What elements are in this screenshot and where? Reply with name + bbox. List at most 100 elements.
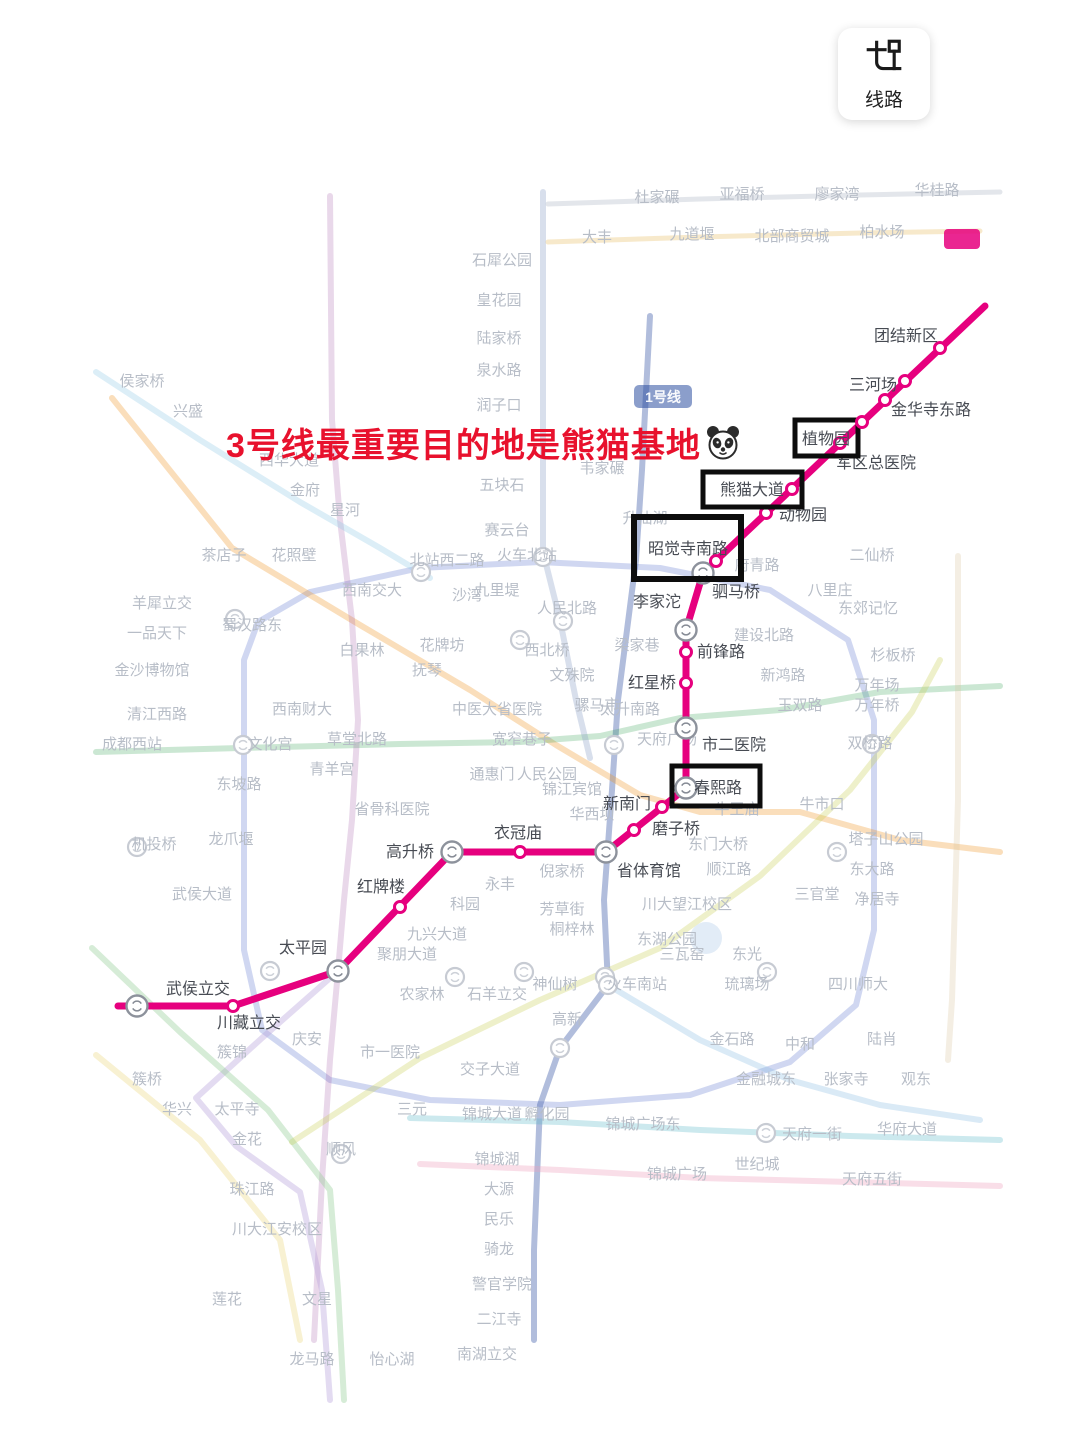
station-label[interactable]: 韦家碾 (579, 460, 624, 477)
station-label[interactable]: 锦城广场东 (605, 1116, 680, 1133)
station-label[interactable]: 北站西二路 (409, 552, 484, 569)
station-marker-川藏立交[interactable] (226, 999, 240, 1013)
station-label[interactable]: 人民北路 (537, 600, 597, 617)
transfer-station-marker[interactable] (224, 608, 246, 630)
station-label[interactable]: 龙爪堰 (208, 831, 253, 848)
station-label[interactable]: 宽窄巷子 (492, 730, 552, 748)
station-label[interactable]: 成都西站 (102, 736, 162, 753)
station-marker-衣冠庙[interactable] (513, 845, 527, 859)
station-label[interactable]: 太升南路 (600, 701, 660, 718)
station-label[interactable]: 顺风 (326, 1141, 356, 1158)
station-label[interactable]: 杉板桥 (870, 646, 915, 664)
station-label[interactable]: 北部商贸城 (754, 228, 829, 245)
station-label[interactable]: 珠江路 (229, 1181, 274, 1198)
station-label[interactable]: 赛云台 (484, 522, 529, 539)
station-label[interactable]: 世纪城 (734, 1156, 779, 1173)
transfer-station-marker[interactable] (549, 1037, 571, 1059)
station-label[interactable]: 火车南站 (607, 976, 667, 993)
station-label[interactable]: 川大望江校区 (642, 896, 732, 913)
station-label[interactable]: 文星 (302, 1291, 332, 1308)
station-label[interactable]: 三瓦窑 (659, 946, 704, 963)
station-label[interactable]: 万年场 (854, 677, 899, 694)
station-label[interactable]: 九道堰 (669, 226, 714, 243)
station-label[interactable]: 锦城湖 (474, 1151, 519, 1168)
station-label[interactable]: 东坡路 (216, 776, 261, 793)
station-label[interactable]: 梁家巷 (614, 637, 659, 654)
station-label[interactable]: 玉双路 (777, 697, 822, 714)
station-label[interactable]: 倪家桥 (539, 863, 584, 880)
transfer-station-marker[interactable] (552, 610, 574, 632)
station-label[interactable]: 锦江宾馆 (542, 781, 602, 798)
station-marker-军区总医院[interactable] (833, 436, 847, 450)
station-label[interactable]: 市一医院 (360, 1043, 420, 1061)
station-label[interactable]: 五块石 (479, 477, 524, 494)
station-label[interactable]: 四川师大 (828, 976, 888, 993)
station-label[interactable]: 交子大道 (460, 1060, 520, 1078)
station-label-高升桥[interactable]: 高升桥 (386, 843, 434, 861)
transfer-station-marker[interactable] (756, 961, 778, 983)
station-label[interactable]: 花照壁 (271, 547, 316, 564)
station-label[interactable]: 石犀公园 (472, 252, 532, 269)
station-label[interactable]: 八里庄 (807, 581, 852, 599)
station-label[interactable]: 白果林 (339, 642, 384, 659)
station-label[interactable]: 观东 (901, 1071, 931, 1088)
transfer-station-marker[interactable] (410, 561, 432, 583)
station-label[interactable]: 川大江安校区 (232, 1221, 322, 1238)
transfer-station-marker[interactable] (755, 1122, 777, 1144)
station-label[interactable]: 西南财大 (272, 701, 332, 718)
station-label[interactable]: 天府五街 (842, 1171, 902, 1188)
station-label[interactable]: 机投桥 (131, 836, 176, 853)
station-label[interactable]: 亚福桥 (719, 186, 764, 203)
transfer-station-marker[interactable] (826, 841, 848, 863)
station-label[interactable]: 杜家碾 (634, 189, 679, 206)
transfer-station-marker[interactable] (603, 734, 625, 756)
station-label[interactable]: 草堂北路 (327, 731, 387, 748)
station-label[interactable]: 三元 (397, 1101, 427, 1118)
station-marker-金华寺东路[interactable] (878, 393, 892, 407)
station-label[interactable]: 高新 (552, 1011, 582, 1028)
station-marker-新南门[interactable] (655, 800, 669, 814)
station-marker-前锋路[interactable] (679, 645, 693, 659)
station-label-省体育馆[interactable]: 省体育馆 (617, 862, 681, 880)
station-label[interactable]: 三官堂 (794, 886, 839, 903)
station-label[interactable]: 锦城广场 (647, 1166, 707, 1183)
station-label-金华寺东路[interactable]: 金华寺东路 (891, 401, 971, 419)
station-label[interactable]: 顺江路 (706, 861, 751, 878)
station-label[interactable]: 东光 (732, 946, 762, 963)
station-label[interactable]: 二仙桥 (849, 547, 894, 564)
station-label-熊猫大道[interactable]: 熊猫大道 (720, 481, 784, 499)
transfer-station-marker[interactable] (259, 960, 281, 982)
station-label[interactable]: 金花 (232, 1131, 262, 1148)
station-label[interactable]: 石羊立交 (467, 985, 527, 1003)
station-marker-红星桥[interactable] (679, 676, 693, 690)
station-label[interactable]: 柏水场 (859, 224, 904, 241)
station-label[interactable]: 新鸿路 (760, 667, 805, 684)
station-label[interactable]: 永丰 (485, 876, 515, 893)
station-marker-红牌楼[interactable] (393, 900, 407, 914)
station-label[interactable]: 西北桥 (524, 642, 569, 659)
station-label[interactable]: 聚朋大道 (377, 946, 437, 963)
station-label[interactable]: 中和 (785, 1036, 815, 1053)
transfer-station-marker[interactable] (444, 966, 466, 988)
station-label[interactable]: 太平寺 (214, 1101, 259, 1118)
station-label-三河场[interactable]: 三河场 (849, 376, 897, 394)
transfer-station-marker[interactable] (597, 974, 619, 996)
station-label-红星桥[interactable]: 红星桥 (628, 674, 676, 692)
station-label-武侯立交[interactable]: 武侯立交 (166, 980, 230, 998)
station-label-李家沱[interactable]: 李家沱 (633, 593, 681, 611)
station-label[interactable]: 莲花 (212, 1291, 242, 1308)
station-label[interactable]: 金石路 (709, 1031, 754, 1048)
station-label[interactable]: 文化宫 (247, 736, 292, 753)
station-label-太平园[interactable]: 太平园 (279, 939, 327, 957)
station-label-市二医院[interactable]: 市二医院 (702, 736, 766, 754)
station-label-动物园[interactable]: 动物园 (779, 506, 827, 524)
station-label-春熙路[interactable]: 春熙路 (694, 779, 742, 797)
station-marker-市二医院[interactable] (674, 716, 698, 740)
transfer-station-marker[interactable] (513, 961, 535, 983)
station-marker-昭觉寺南路[interactable] (709, 554, 723, 568)
station-label[interactable]: 龙马路 (289, 1351, 334, 1368)
station-label[interactable]: 茶店子 (201, 547, 246, 564)
station-label[interactable]: 一品天下 (127, 625, 187, 642)
